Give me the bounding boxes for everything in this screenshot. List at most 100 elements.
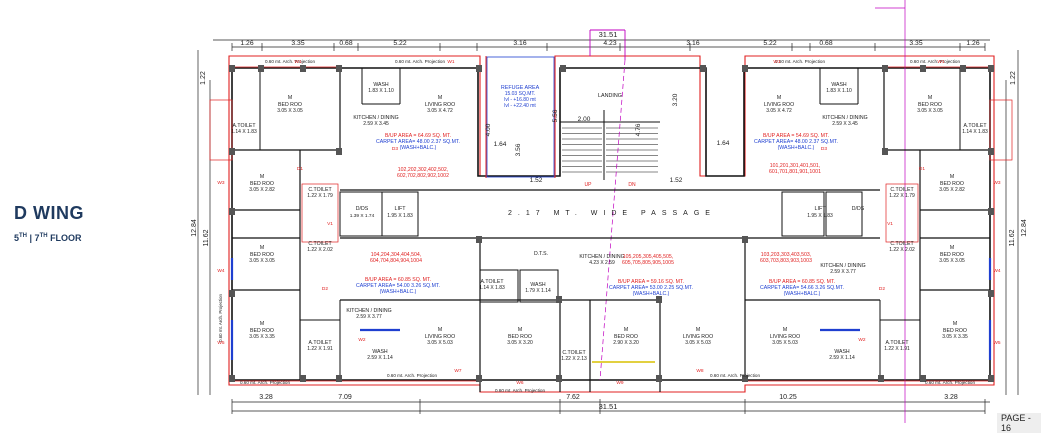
dimension-text: 10.25 <box>779 394 797 401</box>
room-label: WASH <box>373 82 389 88</box>
room-label: KITCHEN / DINING <box>353 115 398 121</box>
carpet-area: CARPET AREA= 54.00 3.26 SQ.MT. <box>356 283 440 289</box>
room-size: 1.14 X 1.83 <box>962 129 988 135</box>
room-label: M <box>624 327 628 333</box>
room-size: 3.05 X 5.03 <box>772 340 798 346</box>
room-label: C.TOILET <box>562 350 586 356</box>
dts-label: D.T.S. <box>534 251 548 257</box>
structural-column <box>988 290 994 297</box>
lift-size: 1.95 X 1.83 <box>807 213 833 219</box>
dimension-text: 5.22 <box>763 40 776 47</box>
structural-column <box>476 65 482 72</box>
room-label: A.TOILET <box>886 340 910 346</box>
duct-box <box>781 191 825 237</box>
window-tag: W9 <box>616 380 624 386</box>
arch-projection: 0.60 mt. Arch. Projection <box>395 59 445 64</box>
room-label: BED ROO <box>250 252 274 258</box>
room-outline-red <box>209 99 233 161</box>
room-label: LIVING ROO <box>764 102 794 108</box>
structural-column <box>988 208 994 215</box>
dimension-text: 1.26 <box>966 40 979 47</box>
refuge-area-outline <box>486 56 555 178</box>
room-size: 3.05 X 2.82 <box>249 187 275 193</box>
room-size: 3.05 X 3.05 <box>939 258 965 264</box>
room-size: 1.22 X 1.79 <box>307 193 333 199</box>
dimension-text: 1.64 <box>717 140 730 147</box>
room-label: BED ROO <box>940 252 964 258</box>
refuge-size: 15.03 SQ.MT. <box>505 91 536 97</box>
arch-projection: 0.60 mt. Arch. Projection <box>218 294 223 342</box>
structural-column <box>988 65 994 72</box>
structural-column <box>300 65 306 72</box>
room-label: M <box>928 95 932 101</box>
room-size: 3.05 X 3.35 <box>249 334 275 340</box>
dimension-text: 5.22 <box>393 40 406 47</box>
structural-column <box>920 65 926 72</box>
room-label: A.TOILET <box>233 123 257 129</box>
room-size: 1.22 X 2.02 <box>889 247 915 253</box>
window-tag: W8 <box>696 368 704 374</box>
structural-column <box>882 65 888 72</box>
room-label: M <box>260 174 264 180</box>
builtup-area: B/UP AREA = 60.85 SQ. MT. <box>769 279 835 285</box>
dimension-text: 3.16 <box>686 40 699 47</box>
room-label: KITCHEN / DINING <box>579 254 624 260</box>
carpet-area: CARPET AREA= 54.66 3.26 SQ.MT. <box>760 285 844 291</box>
arch-projection: 0.60 mt. Arch. Projection <box>710 373 760 378</box>
unit-numbers: 601,701,801,901,1001 <box>769 169 821 175</box>
structural-column <box>656 375 662 382</box>
structural-column <box>556 375 562 382</box>
room-label: KITCHEN / DINING <box>346 308 391 314</box>
room-label: M <box>260 245 264 251</box>
stair-up-label: UP <box>585 182 593 188</box>
room-label: M <box>953 321 957 327</box>
carpet-area-note: (WASH+BALC.) <box>380 289 417 295</box>
arch-projection: 0.60 mt. Arch. Projection <box>240 380 290 385</box>
dimension-text: 1.22 <box>1010 71 1017 85</box>
room-size: 3.05 X 3.05 <box>277 108 303 114</box>
carpet-area: CARPET AREA= 53.00 2.25 SQ.MT. <box>609 285 693 291</box>
room-size: 1.83 X 1.10 <box>368 88 394 94</box>
room-label: BED ROO <box>918 102 942 108</box>
dimension-text: 4.23 <box>603 40 616 47</box>
arch-projection: 0.60 mt. Arch. Projection <box>775 59 825 64</box>
structural-column <box>556 296 562 303</box>
unit-numbers: 603,703,803,903,1003 <box>760 258 812 264</box>
builtup-area: B/UP AREA = 54.69 SQ. MT. <box>763 133 829 139</box>
dimension-text: 1.52 <box>670 177 683 184</box>
room-size: 3.05 X 3.05 <box>917 108 943 114</box>
dimension-text: 1.64 <box>494 141 507 148</box>
floor-label: 5TH | 7TH FLOOR <box>14 233 82 243</box>
room-size: 2.59 X 1.14 <box>367 355 393 361</box>
structural-column <box>476 236 482 243</box>
room-size: 1.14 X 1.83 <box>231 129 257 135</box>
structural-column <box>960 65 966 72</box>
room-size: 2.59 X 3.45 <box>363 121 389 127</box>
duct-size: 1.39 X 1.74 <box>350 213 375 219</box>
carpet-area-note: (WASH+BALC.) <box>633 291 670 297</box>
room-size: 2.59 X 3.77 <box>356 314 382 320</box>
structural-column <box>336 148 342 155</box>
room-label: M <box>288 95 292 101</box>
unit-numbers: 102,202,302,402,502, <box>398 167 448 173</box>
structural-column <box>336 375 342 382</box>
room-outline-red <box>885 183 919 243</box>
arch-projection: 0.60 mt. Arch. Projection <box>387 373 437 378</box>
unit-numbers: 605,705,805,905,1005 <box>622 260 674 266</box>
structural-column <box>878 375 884 382</box>
toilet-box <box>479 269 519 303</box>
dimension-text: 1.52 <box>530 177 543 184</box>
room-size: 3.05 X 5.03 <box>427 340 453 346</box>
structural-column <box>988 375 994 382</box>
dimension-text: 4.00 <box>485 123 492 136</box>
dimension-text: 3.16 <box>513 40 526 47</box>
room-label: A.TOILET <box>481 279 505 285</box>
structural-column <box>229 375 235 382</box>
room-label: M <box>783 327 787 333</box>
room-label: BED ROO <box>250 328 274 334</box>
floor-a: 5 <box>14 233 20 243</box>
room-label: BED ROO <box>508 334 532 340</box>
room-label: WASH <box>372 349 388 355</box>
structural-column <box>229 65 235 72</box>
